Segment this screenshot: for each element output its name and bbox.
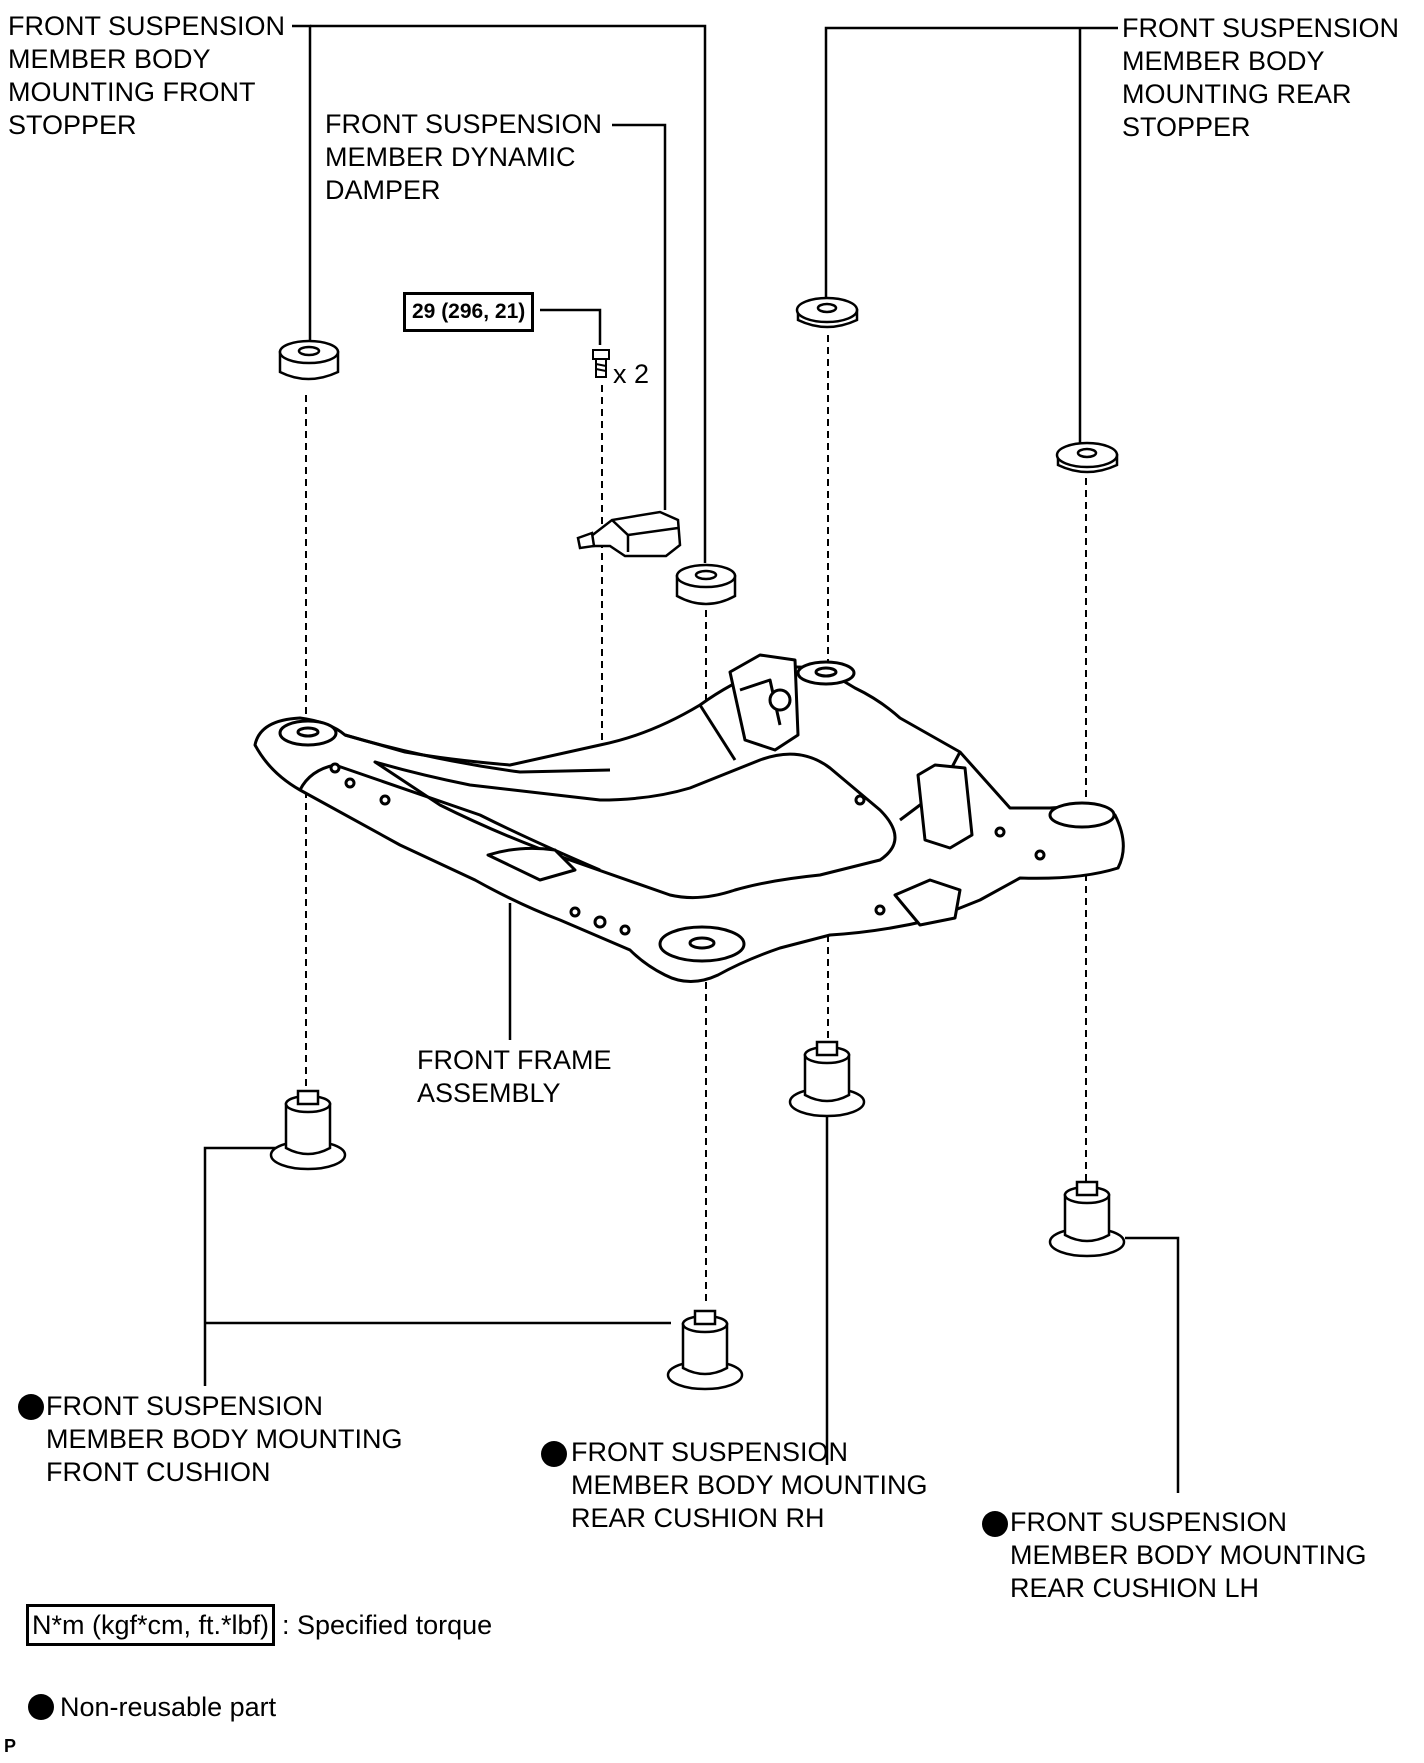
nonreusable-marker-icon xyxy=(982,1511,1008,1537)
nonreusable-marker-icon xyxy=(18,1394,44,1420)
legend-torque-desc: : Specified torque xyxy=(282,1610,493,1640)
nonreusable-marker-icon xyxy=(541,1441,567,1467)
bolt-icon xyxy=(592,349,610,378)
cushion-icons xyxy=(269,1040,1126,1391)
bolt-quantity: x 2 xyxy=(613,359,650,389)
label-front-stopper: FRONT SUSPENSION MEMBER BODY MOUNTING FR… xyxy=(8,11,286,140)
label-rear-stopper: FRONT SUSPENSION MEMBER BODY MOUNTING RE… xyxy=(1122,13,1400,142)
torque-value-box: 29 (296, 21) xyxy=(403,292,535,332)
nonreusable-legend-icon xyxy=(28,1694,54,1720)
label-front-frame: FRONT FRAME ASSEMBLY xyxy=(417,1045,612,1108)
dynamic-damper-icon xyxy=(576,510,682,558)
label-dynamic-damper: FRONT SUSPENSION MEMBER DYNAMIC DAMPER xyxy=(325,109,603,205)
label-front-cushion: FRONT SUSPENSION MEMBER BODY MOUNTING FR… xyxy=(46,1391,403,1487)
label-rear-cushion-lh: FRONT SUSPENSION MEMBER BODY MOUNTING RE… xyxy=(1010,1507,1367,1603)
legend-nonreusable: Non-reusable part xyxy=(60,1692,277,1722)
stopper-icons xyxy=(278,296,1119,606)
label-rear-cushion-rh: FRONT SUSPENSION MEMBER BODY MOUNTING RE… xyxy=(571,1437,928,1533)
legend-torque-units: N*m (kgf*cm, ft.*lbf) xyxy=(26,1604,276,1646)
figure-code: P xyxy=(4,1736,17,1756)
front-frame-icon xyxy=(253,653,1125,983)
